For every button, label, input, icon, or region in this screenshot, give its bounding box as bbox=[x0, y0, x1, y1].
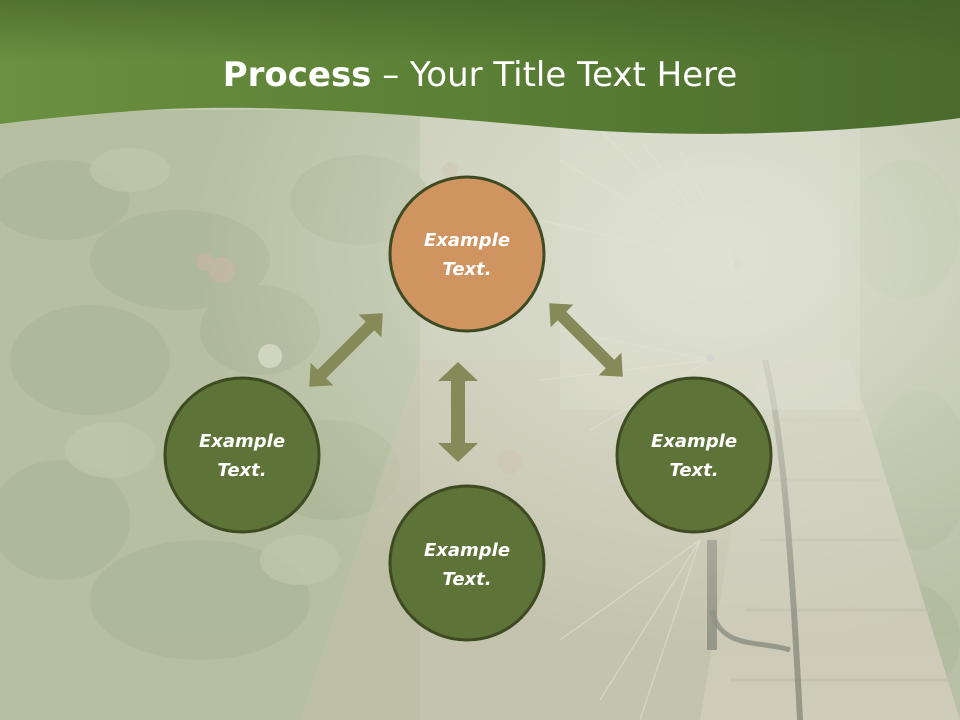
process-node-right: Example Text. bbox=[615, 376, 773, 534]
node-bottom-line1: Example bbox=[424, 540, 510, 561]
process-node-top: Example Text. bbox=[388, 175, 546, 333]
process-node-bottom: Example Text. bbox=[388, 484, 546, 642]
slide-title: Process – Your Title Text Here bbox=[0, 54, 960, 96]
node-bottom-line2: Text. bbox=[442, 569, 491, 590]
node-left-line2: Text. bbox=[217, 460, 266, 481]
double-arrow-vertical bbox=[438, 362, 478, 462]
node-top-line2: Text. bbox=[442, 259, 491, 280]
process-node-left: Example Text. bbox=[163, 376, 321, 534]
double-arrow-top-right bbox=[549, 303, 623, 377]
title-rest-part: – Your Title Text Here bbox=[371, 55, 738, 95]
node-left-line1: Example bbox=[199, 431, 285, 452]
node-top-line1: Example bbox=[424, 230, 510, 251]
double-arrow-top-left bbox=[309, 313, 383, 387]
node-right-line1: Example bbox=[651, 431, 737, 452]
node-right-line2: Text. bbox=[669, 460, 718, 481]
title-bold-part: Process bbox=[222, 55, 372, 95]
